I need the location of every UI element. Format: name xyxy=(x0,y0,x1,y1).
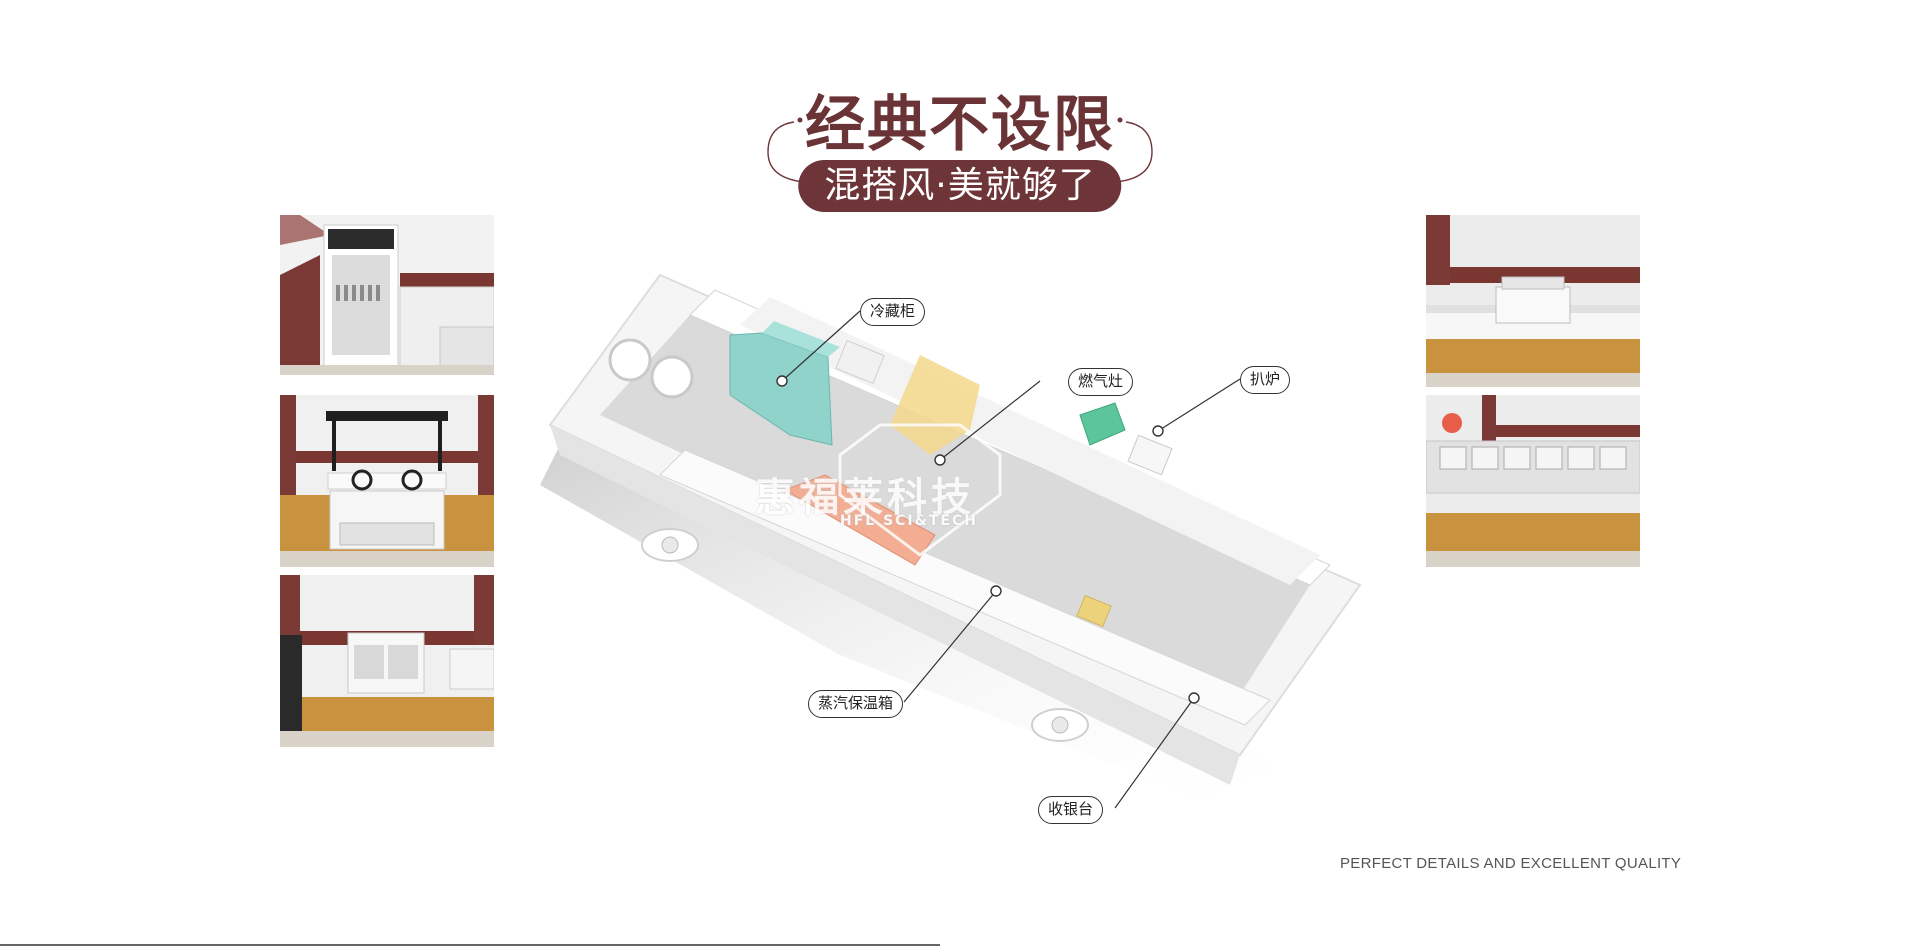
bottom-divider xyxy=(0,944,940,946)
thumbnail-bain-marie xyxy=(1426,395,1640,567)
thumbnail-double-sink xyxy=(280,575,494,747)
page-subtitle: 混搭风·美就够了 xyxy=(798,160,1122,212)
callout-griddle: 扒炉 xyxy=(1240,366,1291,394)
callout-gas-stove: 燃气灶 xyxy=(1068,368,1134,396)
footer-tagline: PERFECT DETAILS AND EXCELLENT QUALITY xyxy=(1340,855,1682,872)
food-truck-layout-illustration: 惠福莱科技 HFL SCI&TECH 冷藏柜 燃气灶 扒炉 蒸汽保温箱 收银台 xyxy=(540,255,1380,855)
callout-steam-box: 蒸汽保温箱 xyxy=(808,690,904,718)
thumbnail-griddle xyxy=(1426,215,1640,387)
title-block: 经典不设限 混搭风·美就够了 xyxy=(760,86,1160,216)
callout-fridge: 冷藏柜 xyxy=(860,298,926,326)
thumbnail-gas-stove xyxy=(280,395,494,567)
page-title: 经典不设限 xyxy=(805,90,1115,160)
callout-cashier: 收银台 xyxy=(1038,796,1104,824)
thumbnail-disinfection-cabinet xyxy=(280,215,494,375)
watermark-brand-en: HFL SCI&TECH xyxy=(840,513,978,529)
title-ornament-frame xyxy=(767,117,1153,183)
watermark-brand: 惠福莱科技 xyxy=(755,475,975,521)
